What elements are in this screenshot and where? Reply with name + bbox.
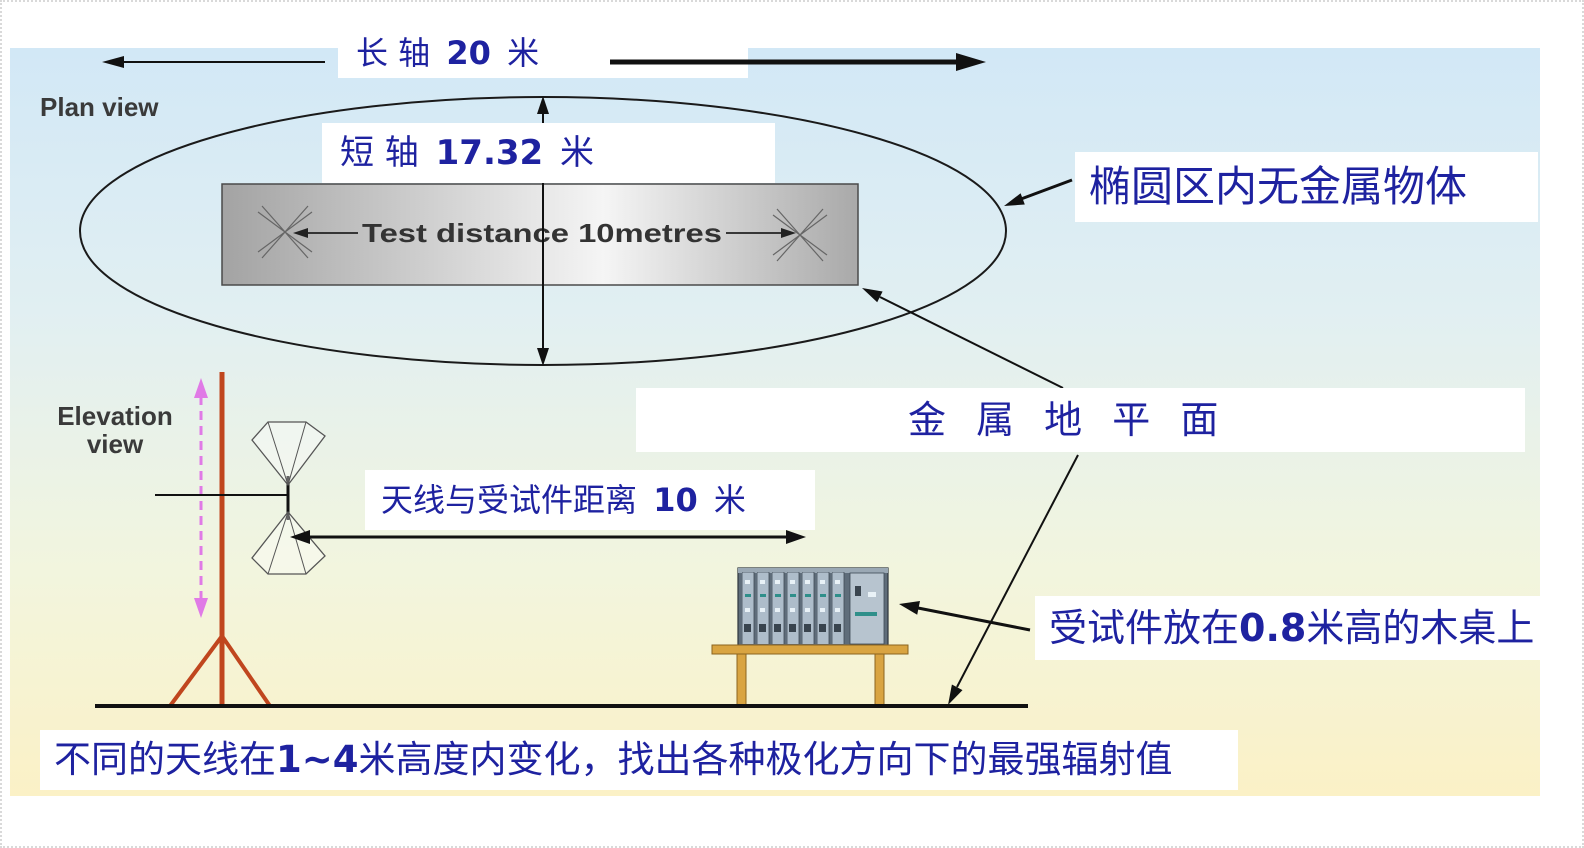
major-axis-left-arrow [102,56,325,68]
eut-rack-icon [737,567,889,647]
minor-axis-value: 17.32 [435,133,544,173]
eut-callout-arrow [899,601,1031,632]
ground-plane-note: 金 属 地 平 面 [636,388,1525,452]
ellipse-callout-arrow [1004,178,1073,206]
antenna-distance-value: 10 [653,481,698,519]
major-axis-right-arrow [610,53,986,71]
plan-view-label: Plan view [40,92,159,122]
elevation-view-line1: Elevation [57,401,173,431]
height-note-prefix: 不同的天线在 [54,738,276,781]
antenna-distance-unit: 米 [713,481,746,519]
eut-table-note: 受试件放在0.8米高的木桌上 [1035,596,1568,660]
test-area-rectangle [221,183,859,286]
minor-axis-note: 短 轴 17.32 米 [322,123,775,183]
antenna-mast [168,372,272,708]
major-axis-unit: 米 [507,34,540,72]
elevation-view-line2: view [86,429,144,459]
rectangle-callout-arrow [862,288,1064,389]
major-axis-note: 长 轴 20 米 [338,28,748,78]
major-axis-text: 长 轴 [356,34,431,72]
height-note-suffix: 米高度内变化，找出各种极化方向下的最强辐射值 [358,738,1173,781]
antenna-distance-text: 天线与受试件距离 [381,481,638,519]
ground-plane-callout-arrow [948,454,1079,705]
height-scan-note: 不同的天线在1~4米高度内变化，找出各种极化方向下的最强辐射值 [40,730,1238,790]
height-note-value: 1~4 [276,738,359,781]
antenna-eut-distance-arrow [290,530,806,544]
elevation-view-label: Elevation view [40,402,190,458]
eut-note-value: 0.8 [1239,606,1307,650]
eut-note-prefix: 受试件放在 [1049,606,1240,650]
ellipse-note: 椭圆区内无金属物体 [1075,152,1538,222]
height-scan-arrow [194,378,208,618]
test-distance-arrow-right [726,228,796,238]
test-distance-arrow-left [293,228,358,238]
minor-axis-unit: 米 [559,133,594,173]
biconical-antenna-icon [155,421,326,575]
major-axis-value: 20 [446,34,491,72]
antenna-distance-note: 天线与受试件距离 10 米 [365,470,815,530]
plan-antenna-left-icon [257,205,313,259]
plan-antenna-right-icon [772,208,828,262]
eut-note-suffix: 米高的木桌上 [1306,606,1535,650]
minor-axis-text: 短 轴 [340,133,419,173]
